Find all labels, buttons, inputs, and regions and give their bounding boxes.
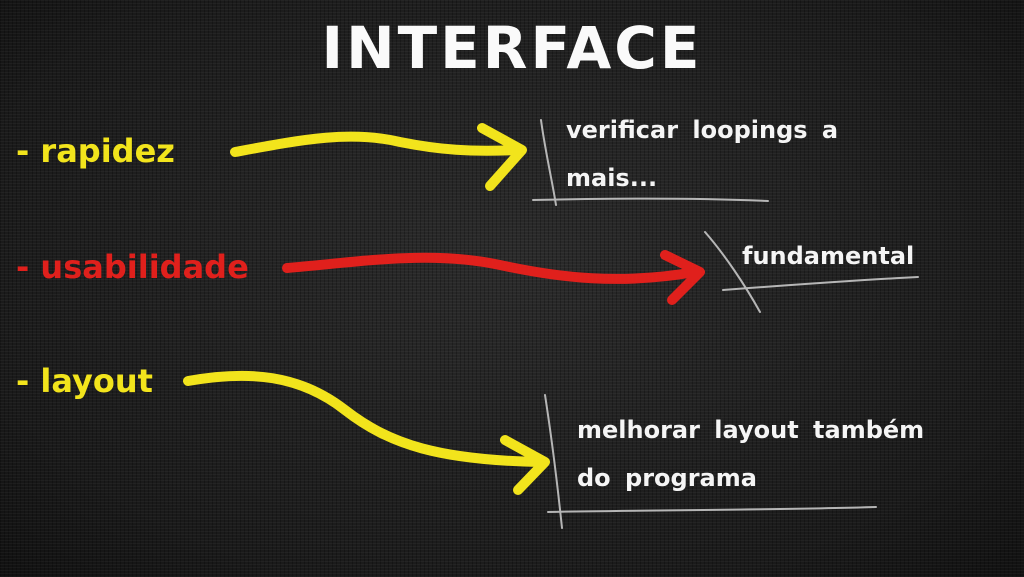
note-usabilidade: fundamental — [742, 242, 915, 270]
item-layout-label: - layout — [16, 362, 153, 400]
arrow-usabilidade-icon — [282, 250, 705, 305]
arrow-layout-icon — [183, 370, 550, 495]
chalk-bracket-1 — [532, 119, 769, 206]
chalk-bracket-3 — [544, 394, 877, 529]
note-layout: melhorar layout também do programa — [577, 416, 925, 492]
item-rapidez-label: - rapidez — [16, 132, 175, 170]
arrow-rapidez-icon — [230, 123, 527, 191]
note-rapidez: verificar loopings a mais... — [566, 116, 839, 192]
chalk-bracket-2 — [704, 231, 919, 313]
item-usabilidade-label: - usabilidade — [16, 248, 249, 286]
page-title: INTERFACE — [321, 14, 703, 82]
